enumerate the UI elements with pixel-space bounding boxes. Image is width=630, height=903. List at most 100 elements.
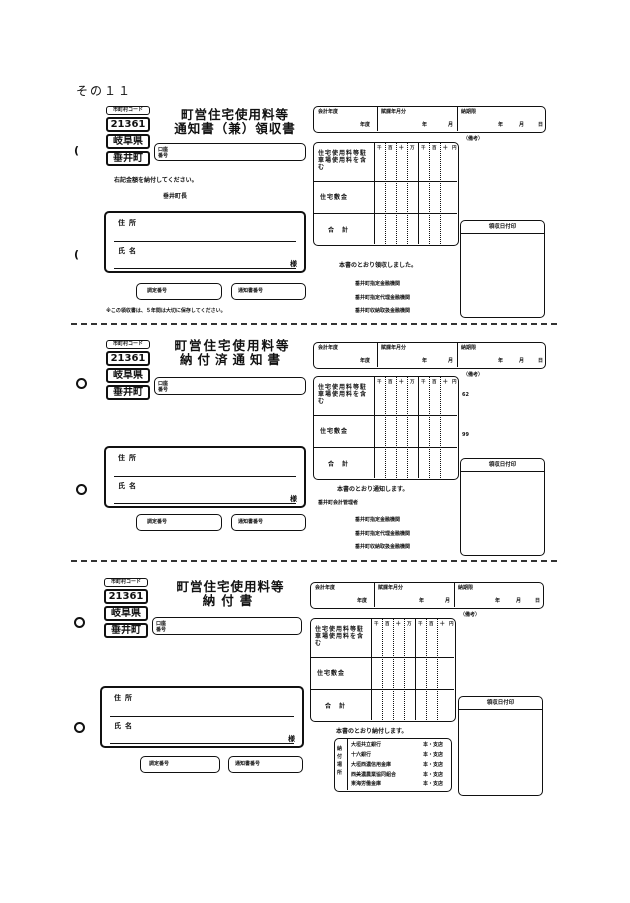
note-label: （備考） xyxy=(463,372,484,378)
town-name: 垂井町 xyxy=(104,623,148,638)
town-code-block: 市町村コード 21361 岐阜県 垂井町 xyxy=(106,340,150,400)
assessment-number-label: 調定番号 xyxy=(147,288,168,294)
header-strip: 会計年度 年度 賦課年月分 年 月 納期限 年 月 日 xyxy=(313,342,546,369)
form-title: 町営住宅使用料等 通知書（兼）領収書 xyxy=(170,108,300,136)
rent-amount-label: 住宅使用料等駐車場使用料を含む xyxy=(318,150,368,171)
title-line-1: 町営住宅使用料等 xyxy=(174,338,291,353)
notice-number-label: 通知書番号 xyxy=(235,761,261,767)
digit-man: 万 xyxy=(410,380,415,385)
prefecture: 岐阜県 xyxy=(106,134,150,149)
account-number-label: 口座番号 xyxy=(156,621,167,633)
note-label: （備考） xyxy=(460,612,481,618)
period-month: 月 xyxy=(448,358,454,364)
digit-man: 万 xyxy=(407,622,412,627)
bank-branch-4: 本・支店 xyxy=(423,772,444,778)
assessment-number-label: 調定番号 xyxy=(147,519,168,525)
town-code: 21361 xyxy=(106,117,150,132)
side-code-1: 62 xyxy=(462,392,469,398)
honorific-sama: 様 xyxy=(290,260,297,268)
form-title: 町営住宅使用料等 納付書 xyxy=(168,580,293,608)
due-date-label: 納期限 xyxy=(458,585,474,591)
assessment-number-label: 調定番号 xyxy=(149,761,170,767)
total-label: 合計 xyxy=(325,703,354,710)
bank-2: 垂井町指定代理金融機関 xyxy=(355,295,411,301)
punch-hole-icon xyxy=(74,722,85,733)
digit-ten-man: 十 xyxy=(396,622,401,627)
total-label: 合計 xyxy=(328,227,357,234)
title-line-2: 納付済通知書 xyxy=(179,352,285,367)
period-month: 月 xyxy=(445,598,451,604)
page-label: その１１ xyxy=(76,84,133,98)
due-day: 日 xyxy=(538,122,544,128)
due-month: 月 xyxy=(519,122,525,128)
receipt-text: 本書のとおり通知します。 xyxy=(337,486,409,493)
notice-number-field[interactable]: 通知書番号 xyxy=(231,283,306,300)
assessment-number-field[interactable]: 調定番号 xyxy=(136,283,222,300)
fiscal-year-label: 会計年度 xyxy=(318,109,339,115)
payment-text: 本書のとおり納付します。 xyxy=(336,728,408,735)
deposit-label: 住宅敷金 xyxy=(320,428,349,435)
account-number-field[interactable]: 口座番号 xyxy=(154,143,306,161)
digit-ten: 十 xyxy=(443,146,448,151)
period-year: 年 xyxy=(422,358,428,364)
digit-yen: 円 xyxy=(449,622,454,627)
receipt-stamp-label: 領収日付印 xyxy=(461,221,544,234)
bank-1: 垂井町指定金融機関 xyxy=(355,281,401,287)
addressee-box: 住所 氏名 様 xyxy=(104,211,306,273)
period-month: 月 xyxy=(448,122,454,128)
town-code: 21361 xyxy=(104,589,148,604)
title-line-1: 町営住宅使用料等 xyxy=(180,107,289,122)
punch-hole-icon xyxy=(74,617,85,628)
bank-branch-1: 本・支店 xyxy=(423,742,444,748)
digit-ten-man: 十 xyxy=(399,146,404,151)
digit-hundred-man: 百 xyxy=(388,380,393,385)
header-strip: 会計年度 年度 賦課年月分 年 月 納期限 年 月 日 xyxy=(313,106,546,133)
addressee-box: 住所 氏名 様 xyxy=(100,686,304,748)
digit-ten: 十 xyxy=(440,622,445,627)
town-code-header: 市町村コード xyxy=(106,106,150,115)
form-title: 町営住宅使用料等 納付済通知書 xyxy=(170,339,295,367)
address-label: 住所 xyxy=(118,454,140,462)
note-label: （備考） xyxy=(463,136,484,142)
honorific-sama: 様 xyxy=(290,495,297,503)
account-number-label: 口座番号 xyxy=(158,147,169,159)
due-day: 日 xyxy=(535,598,541,604)
receipt-stamp-label: 領収日付印 xyxy=(459,697,542,710)
retention-note: ※この領収書は、５年間は大切に保存してください。 xyxy=(106,308,226,314)
fiscal-year-unit: 年度 xyxy=(357,598,368,604)
digit-hundred: 百 xyxy=(429,622,434,627)
town-name: 垂井町 xyxy=(106,151,150,166)
due-year: 年 xyxy=(498,122,504,128)
title-line-1: 町営住宅使用料等 xyxy=(176,579,285,594)
digit-hundred-man: 百 xyxy=(385,622,390,627)
period-label: 賦課年月分 xyxy=(378,585,404,591)
account-number-label: 口座番号 xyxy=(158,381,169,393)
assessment-number-field[interactable]: 調定番号 xyxy=(140,756,220,773)
address-label: 住所 xyxy=(114,694,136,702)
deposit-label: 住宅敷金 xyxy=(320,194,349,201)
notice-number-field[interactable]: 通知書番号 xyxy=(231,514,306,531)
bank-3: 垂井町収納取扱金融機関 xyxy=(355,308,411,314)
receipt-stamp-area: 領収日付印 xyxy=(460,220,545,318)
name-label: 氏名 xyxy=(114,722,136,730)
town-code-block: 市町村コード 21361 岐阜県 垂井町 xyxy=(104,578,148,638)
assessment-number-field[interactable]: 調定番号 xyxy=(136,514,222,531)
notice-number-field[interactable]: 通知書番号 xyxy=(228,756,303,773)
name-label: 氏名 xyxy=(118,482,140,490)
receipt-stamp-area: 領収日付印 xyxy=(458,696,543,796)
perforation-line xyxy=(71,323,557,325)
account-number-field[interactable]: 口座番号 xyxy=(152,617,302,635)
account-number-field[interactable]: 口座番号 xyxy=(154,377,306,395)
fiscal-year-unit: 年度 xyxy=(360,122,371,128)
address-label: 住所 xyxy=(118,219,140,227)
period-year: 年 xyxy=(422,122,428,128)
town-code-block: 市町村コード 21361 岐阜県 垂井町 xyxy=(106,106,150,166)
due-month: 月 xyxy=(519,358,525,364)
punch-mark: ( xyxy=(74,248,80,261)
digit-yen: 円 xyxy=(452,146,457,151)
deposit-label: 住宅敷金 xyxy=(317,670,346,677)
rent-amount-label: 住宅使用料等駐車場使用料を含む xyxy=(315,626,365,647)
bank-branch-2: 本・支店 xyxy=(423,752,444,758)
fiscal-year-label: 会計年度 xyxy=(315,585,336,591)
receipt-stamp-area: 領収日付印 xyxy=(460,458,545,556)
